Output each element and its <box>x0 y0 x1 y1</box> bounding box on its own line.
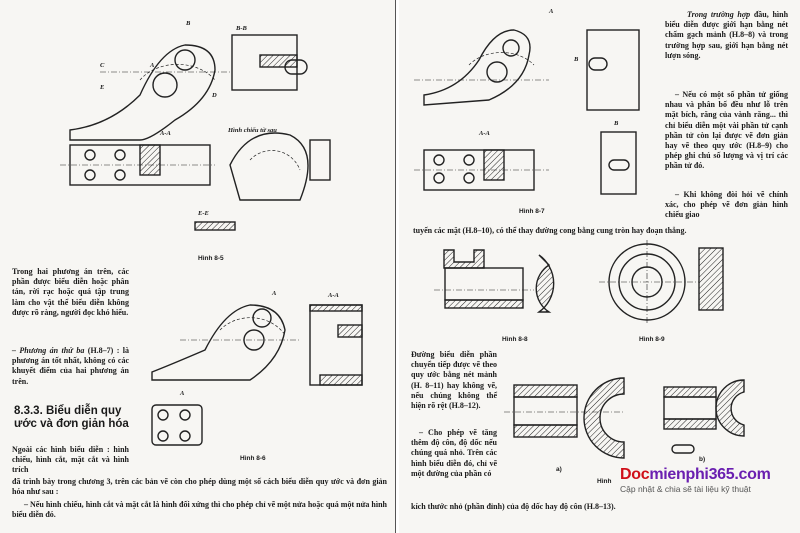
paragraph: – Nếu hình chiếu, hình cắt và mặt cắt là… <box>12 500 387 520</box>
sublabel-a: a) <box>556 466 562 473</box>
label-bb: B-B <box>236 25 247 32</box>
caption-fig-8-10: Hình <box>597 478 612 485</box>
label-c: C <box>100 62 105 69</box>
label-b: B <box>186 20 191 27</box>
label-a-bottom-8-6: A <box>180 390 185 397</box>
caption-fig-8-7: Hình 8-7 <box>519 208 545 215</box>
figure-8-6-drawing <box>151 304 363 446</box>
paragraph: Ngoài các hình biểu diễn : hình chiếu, h… <box>12 445 129 475</box>
column-text: – Nếu có một số phần tử giống nhau và ph… <box>665 90 788 171</box>
paragraph-text: (H.8–7) : là phương án tốt nhất, không c… <box>12 346 130 386</box>
paragraph: Trong hai phương án trên, các phần được … <box>12 267 129 317</box>
label-aa-8-6: A-A <box>328 292 339 299</box>
brand-doc: Doc <box>620 466 650 483</box>
brand-name: mienphi365 <box>649 466 735 483</box>
label-aa-8-7: A-A <box>479 130 490 137</box>
label-a-top-8-6: A <box>272 290 277 297</box>
watermark-logo: Docmienphi365.com Cập nhật & chia sẽ tài… <box>620 466 792 495</box>
italic-lead: Trong trường hợp <box>687 10 751 19</box>
paragraph: – Cho phép vẽ tăng thêm độ côn, độ dốc n… <box>411 428 497 478</box>
label-b-arrow-8-7: B <box>574 56 579 63</box>
label-a: A <box>150 62 155 69</box>
section-heading: 8.3.3. Biểu diễn quy ước và đơn giản hóa <box>14 405 129 430</box>
caption-fig-8-5: Hình 8-5 <box>198 255 224 262</box>
right-figures-drawing <box>414 29 745 459</box>
column-text: Trong trường hợp đầu, hình biểu diễn đượ… <box>665 10 788 61</box>
right-page: A A-A B B Hình 8-7 Trong trường hợp đầu,… <box>399 0 800 533</box>
brand-tagline: Cập nhật & chia sẽ tài liệu kỹ thuật <box>620 484 751 494</box>
text: đầu, hình biểu diễn được giới hạn bằng n… <box>665 10 789 60</box>
caption-fig-8-8: Hình 8-8 <box>502 336 528 343</box>
label-b-8-7: B <box>614 120 619 127</box>
full-line: tuyến các mặt (H.8–10), có thể thay đườn… <box>413 226 687 235</box>
final-line: kích thước nhỏ (phần đỉnh) của độ dốc ha… <box>411 502 616 511</box>
label-aa: A-A <box>160 130 171 137</box>
label-a-8-7: A <box>549 8 554 15</box>
caption-fig-8-9: Hình 8-9 <box>639 336 665 343</box>
label-view-from-back: Hình chiếu từ sau <box>228 127 277 134</box>
sublabel-b: b) <box>699 456 706 463</box>
caption-fig-8-6: Hình 8-6 <box>240 455 266 462</box>
italic-lead: – Phương án thứ ba <box>12 346 85 355</box>
figure-8-5-drawing <box>60 34 331 231</box>
page-gutter <box>395 0 400 533</box>
column-text: – Khi không đòi hỏi vẽ chính xác, cho ph… <box>665 190 788 220</box>
label-d: D <box>212 92 217 99</box>
paragraph: – Phương án thứ ba (H.8–7) : là phương á… <box>12 346 129 387</box>
label-ee: E-E <box>198 210 209 217</box>
label-e: E <box>100 84 105 91</box>
brand-tld: .com <box>734 466 771 483</box>
paragraph: Đường biểu diễn phần chuyển tiếp được vẽ… <box>411 350 497 411</box>
paragraph: đã trình bày trong chương 3, trên các bả… <box>12 477 387 497</box>
left-page: B B-B C A E D Hình chiếu từ sau A-A E-E … <box>0 0 395 533</box>
